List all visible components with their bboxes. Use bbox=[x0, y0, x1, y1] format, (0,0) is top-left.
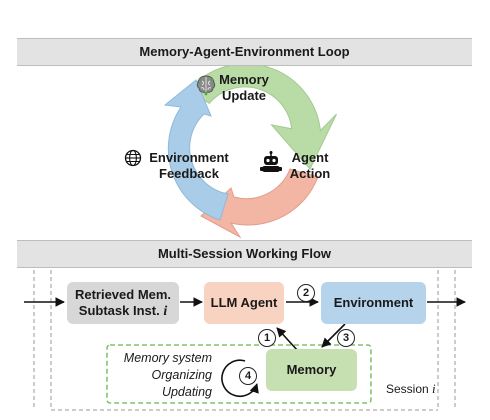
memory-system-label: Memory system Organizing Updating bbox=[123, 351, 212, 399]
session-index: i bbox=[432, 381, 436, 396]
llm-agent-box: LLM Agent bbox=[204, 282, 284, 324]
subtask-index: i bbox=[163, 303, 168, 319]
step-2-badge: 2 bbox=[297, 284, 315, 302]
memory-update-label: Memory Update bbox=[219, 72, 269, 103]
environment-box: Environment bbox=[321, 282, 426, 324]
retrieved-memory-box: Retrieved Mem. Subtask Inst. i bbox=[67, 282, 179, 324]
flow-arrows bbox=[24, 297, 466, 398]
cycle-arrow-agent-action bbox=[200, 168, 319, 239]
flow-title: Multi-Session Working Flow bbox=[157, 246, 332, 261]
robot-icon bbox=[259, 150, 283, 174]
loop-title: Memory-Agent-Environment Loop bbox=[139, 44, 350, 59]
loop-title-bar: Memory-Agent-Environment Loop bbox=[17, 38, 472, 66]
session-boundary-lines bbox=[33, 263, 456, 411]
brain-icon bbox=[194, 73, 218, 97]
step-1-badge: 1 bbox=[258, 329, 276, 347]
memory-box: Memory bbox=[266, 349, 357, 391]
flow-title-bar: Multi-Session Working Flow bbox=[17, 240, 472, 268]
globe-icon bbox=[124, 149, 142, 167]
agent-action-label: Agent Action bbox=[289, 150, 331, 181]
session-label: Session i bbox=[386, 381, 436, 396]
step-3-badge: 3 bbox=[337, 329, 355, 347]
step-4-badge: 4 bbox=[239, 367, 257, 385]
environment-feedback-label: Environment Feedback bbox=[149, 150, 229, 181]
cycle-arrow-environment-feedback bbox=[163, 79, 229, 221]
memory-system-frame bbox=[106, 344, 372, 404]
